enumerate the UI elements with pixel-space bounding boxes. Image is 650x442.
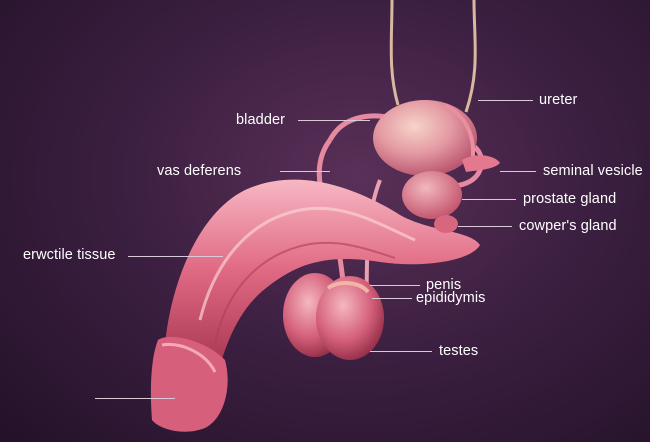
label-ureter: ureter xyxy=(539,92,578,108)
label-cowpers-gland: cowper's gland xyxy=(519,218,617,234)
shaft-highlight xyxy=(198,206,416,321)
label-vas-deferens: vas deferens xyxy=(157,163,242,179)
leader-epididymis xyxy=(372,298,412,299)
leader-bladder xyxy=(298,120,370,121)
leader-penis xyxy=(370,285,420,286)
label-bladder: bladder xyxy=(236,112,286,128)
leader-glans xyxy=(95,398,175,399)
bladder-shape xyxy=(373,100,477,176)
leader-vas-deferens xyxy=(280,171,330,172)
leader-seminal-vesicle xyxy=(500,171,536,172)
label-penis: penis xyxy=(426,277,462,293)
seminal-vesicle-shape xyxy=(462,155,500,172)
glans-highlight xyxy=(161,342,217,373)
leader-prostate-gland xyxy=(462,199,516,200)
label-testes: testes xyxy=(439,343,479,359)
prostate-shape xyxy=(402,171,462,219)
label-erectile-tissue: erwctile tissue xyxy=(23,247,116,263)
epididymis-shape xyxy=(326,281,370,294)
leader-ureter xyxy=(478,100,533,101)
left-ureter xyxy=(389,0,400,106)
label-epididymis: epididymis xyxy=(416,290,486,306)
cowpers-gland-shape xyxy=(434,215,458,233)
erectile-tissue-shape xyxy=(165,179,480,380)
testis-front-shape xyxy=(316,276,384,360)
leader-testes xyxy=(370,351,432,352)
leader-cowpers-gland xyxy=(458,226,512,227)
shaft-groove xyxy=(214,241,396,346)
label-prostate-gland: prostate gland xyxy=(523,191,617,207)
leader-erectile-tissue xyxy=(128,256,223,257)
right-ureter xyxy=(464,0,477,113)
label-seminal-vesicle: seminal vesicle xyxy=(543,163,643,179)
